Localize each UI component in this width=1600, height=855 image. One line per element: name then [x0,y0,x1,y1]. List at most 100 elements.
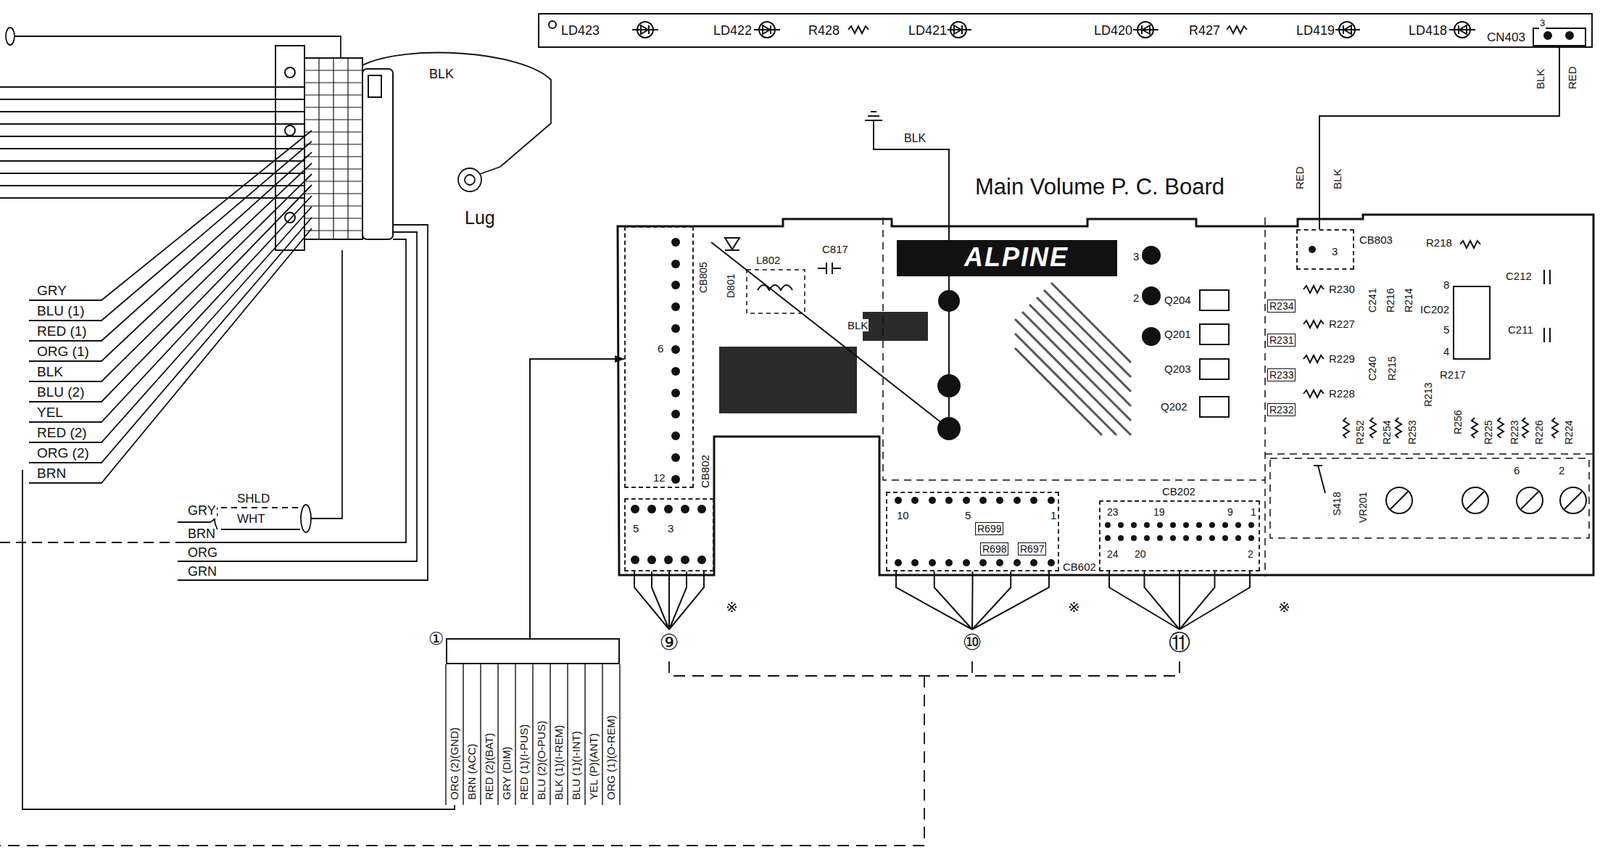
part-label: GRN [187,564,218,580]
part-label: R256 [1452,409,1464,435]
part-label: C240 [1366,355,1379,382]
wire-connector [529,358,625,638]
led-board-parts [548,21,1574,40]
pc-board: Main Volume P. C. BoardCB802612531051CB6… [617,213,1595,577]
part-label: 5 [1442,323,1450,336]
part-label: D801 [724,273,737,299]
part-label: BLU (1) [36,303,85,319]
part-label: Q201 [1163,327,1192,341]
board-outline [617,213,1595,577]
part-label: Q203 [1163,362,1192,375]
connector-box: CB802612 [624,226,694,488]
part-label: C212 [1505,269,1533,283]
node-label: 1 [1049,508,1058,522]
harness-plug: ① [445,637,620,665]
part-label: GRY [187,503,217,519]
node-label: CB803 [1358,233,1394,246]
part-label: BLK [903,131,927,145]
node-label: CB602 [1062,560,1097,573]
part-label: 3 [1132,250,1140,263]
part-label: RED (1) [36,323,88,340]
part-label: IC202 [1419,303,1450,316]
connector-box: CN4033 [1532,27,1587,47]
part-label: ALPINE [964,242,1069,272]
connector-box: 1051CB602 [885,491,1060,572]
part-label: C241 [1366,287,1379,314]
node-label: 1 [1249,506,1258,518]
node-label: 10 [896,508,910,522]
part-label: R229 [1328,352,1356,365]
part-label: 8 [1442,278,1450,291]
part-label: BRN (ACC) [465,743,478,802]
part-label: ORG (1) [36,343,90,360]
part-label: ※ [724,598,739,616]
callout-label: ⑩ [962,629,983,656]
harness-connector [275,45,393,251]
part-label: R213 [1422,382,1434,408]
node-label: CN403 [1486,30,1527,45]
node-label: 5 [632,521,640,535]
node-label: 19 [1152,506,1166,518]
node-label: 9 [1226,506,1234,518]
part-label: R233 [1267,368,1296,382]
node-label: LD418 [1407,23,1448,39]
board-artwork [630,111,1595,577]
part-label: CB805 [697,260,710,294]
part-label: R214 [1402,287,1415,314]
part-label: 4 [1442,345,1450,358]
part-label: SHLD [236,491,271,507]
part-label: Q204 [1163,293,1192,306]
part-label: ※ [1277,598,1292,616]
node-label: ① [427,629,446,650]
part-label: BRN [36,465,67,482]
part-label: R228 [1328,387,1356,400]
part-label: L802 [755,253,781,267]
connector-box: CB20223199124202 [1099,500,1260,572]
part-label: RED (2) [36,424,88,441]
part-label: R252 [1354,419,1366,446]
part-label: R225 [1482,419,1495,446]
node-label: R427 [1188,23,1221,39]
part-label: R224 [1563,419,1575,446]
part-label: R227 [1328,317,1356,330]
part-label: 6 [1513,463,1521,477]
part-label: R234 [1267,299,1296,313]
part-label: YEL [36,404,64,421]
node-label: 3 [1331,245,1339,258]
part-label: GRY (DIM) [500,745,513,801]
part-label: S418 [1331,490,1343,517]
part-label: BLK [846,318,869,332]
node-label: LD420 [1093,23,1134,39]
part-label: BLK [1331,168,1344,190]
part-label: R253 [1406,419,1419,446]
part-label: ※ [1067,598,1081,616]
part-label: BLK [1534,68,1547,90]
part-label: BLU (2)(O-PUS) [535,719,548,801]
part-label: R223 [1508,419,1521,446]
node-label: LD422 [712,23,753,39]
part-label: WHT [236,511,267,527]
part-label: 2 [1557,463,1566,477]
callout-number: ⑩ [960,629,985,657]
part-label: BLK (1)(I-REM) [552,724,565,801]
part-label: R218 [1425,236,1453,249]
part-label: R216 [1384,287,1397,314]
callout-label: ⑪ [1168,629,1191,656]
node-label: 23 [1106,506,1120,518]
led-board: LD423LD422R428LD421LD420R427LD419LD418CN… [537,13,1593,48]
part-label: 2 [1132,291,1140,304]
part-label: R230 [1328,282,1356,296]
callout-number: ⑪ [1166,629,1193,657]
part-label: C211 [1507,323,1535,336]
node-label: 3 [1539,18,1546,29]
node-label: LD423 [560,23,601,39]
part-label: RED (2)(BAT) [482,732,496,801]
connector-box: 53 [624,498,715,572]
node-label: LD419 [1295,23,1336,39]
wire-connector [896,571,1050,630]
node-label: R428 [807,23,841,39]
part-label: R232 [1267,403,1296,417]
part-label: YEL (P)(ANT) [587,732,600,801]
